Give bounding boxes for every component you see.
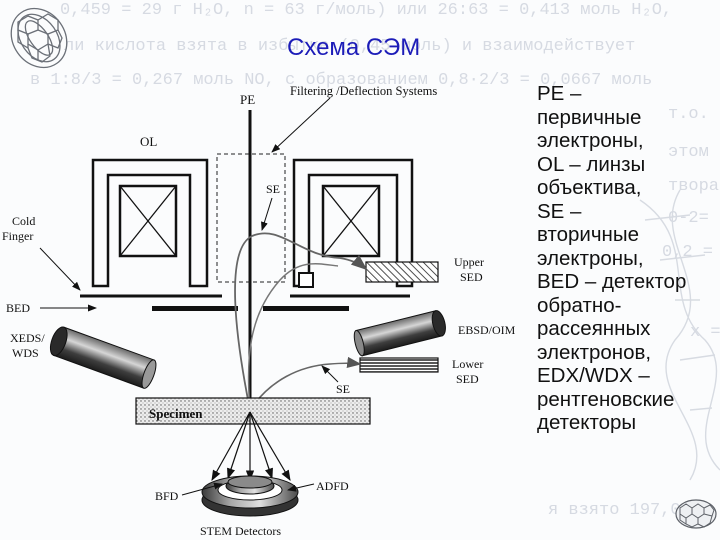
legend-line: электронов, — [537, 340, 652, 364]
bg-line-4: т.о. — [668, 105, 709, 124]
legend-line: SE – — [537, 199, 582, 223]
se-upper-pointer — [261, 197, 273, 231]
se-lower-label: SE — [336, 382, 350, 396]
legend-line: вторичные — [537, 223, 639, 246]
filtering-pointer — [271, 97, 331, 153]
slide-title: Схема СЭМ — [287, 34, 421, 61]
legend-line: электроны, — [537, 129, 644, 152]
se-lower-trajectory — [249, 356, 362, 411]
bg-line-1: 0,459 = 29 г H₂O, n = 63 г/моль) или 26:… — [60, 1, 672, 20]
legend-line: BED – детектор — [537, 270, 687, 293]
bfd-pointer — [181, 482, 223, 496]
bed-detector-right — [263, 306, 349, 311]
legend-line: объектива, — [537, 176, 642, 199]
ol-label: OL — [140, 134, 157, 149]
bed-label: BED — [6, 301, 30, 315]
transmitted-beam-cone — [211, 411, 291, 482]
bg-line-10: я взято 197,06 — [548, 501, 691, 520]
legend-line: PE – — [537, 82, 582, 105]
se-upper-trajectory — [234, 232, 368, 411]
ebsd-detector — [353, 310, 446, 357]
cold-finger-pointer — [39, 247, 81, 291]
se-upper-trajectory-2 — [247, 263, 339, 411]
legend-line: OL – линзы — [537, 152, 646, 176]
bg-line-7: 0-2= — [668, 209, 709, 228]
specimen-label: Specimen — [149, 406, 203, 421]
objective-lens-left — [91, 158, 209, 288]
legend-line: первичные — [537, 105, 642, 129]
bg-line-6: твора — [668, 177, 719, 196]
xeds-label-2: WDS — [12, 346, 39, 360]
legend-line: рентгеновские — [537, 387, 675, 411]
adfd-label: ADFD — [316, 479, 349, 493]
legend-line: рассеянных — [537, 317, 651, 340]
legend-text: PE – первичные электроны, OL – линзы объ… — [537, 82, 719, 435]
legend-line: EDX/WDX – — [537, 364, 650, 387]
cold-finger-label-2: Finger — [2, 229, 33, 243]
lower-sed-label-1: Lower — [452, 357, 483, 371]
se-upper-label: SE — [266, 182, 280, 196]
lens-detector-square — [298, 272, 314, 288]
stem-detector-ring — [201, 475, 299, 517]
bg-line-2: ли кислота взята в избытке (0,45 моль) и… — [64, 37, 635, 56]
bfd-label: BFD — [155, 489, 179, 503]
adfd-pointer — [287, 483, 315, 492]
se-lower-pointer — [321, 365, 339, 383]
legend-line: детекторы — [537, 411, 637, 434]
bg-line-5: этом — [668, 143, 709, 162]
upper-sed-label-1: Upper — [454, 255, 484, 269]
ebsd-label: EBSD/OIM — [458, 323, 516, 337]
filtering-label: Filtering /Deflection Systems — [290, 84, 437, 98]
bg-line-9: x = — [690, 323, 720, 342]
legend-line: электроны, — [537, 246, 644, 270]
bg-line-3: в 1:8/3 = 0,267 моль NO, с образованием … — [30, 71, 652, 90]
lower-sed-detector — [359, 357, 439, 373]
xeds-label-1: XEDS/ — [10, 331, 45, 345]
stem-label: STEM Detectors — [200, 524, 281, 538]
pe-label: PE — [240, 92, 255, 107]
cold-finger-label-1: Cold — [12, 214, 35, 228]
xeds-detector — [49, 326, 157, 389]
upper-sed-label-2: SED — [460, 270, 483, 284]
lower-sed-label-2: SED — [456, 372, 479, 386]
nanotube-logo-icon — [10, 7, 68, 69]
sem-diagram: Filtering /Deflection Systems PE OL Cold… — [2, 84, 516, 538]
nanotube-corner-icon — [675, 499, 717, 529]
legend-line: обратно- — [537, 293, 622, 317]
upper-sed-detector — [365, 261, 439, 283]
bed-detector-left — [152, 306, 238, 311]
background-helix — [639, 189, 720, 481]
